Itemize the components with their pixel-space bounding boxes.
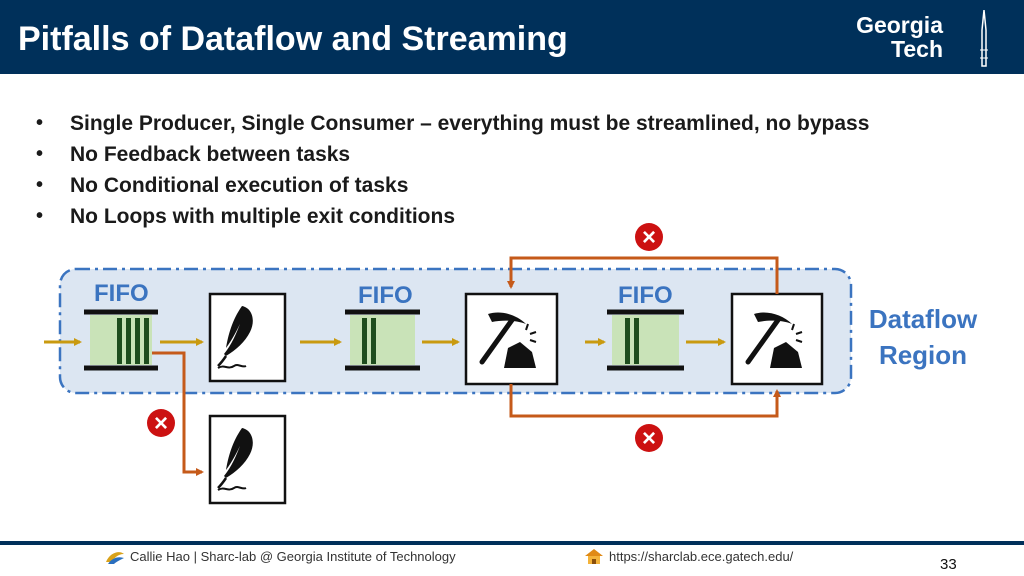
logo-line-1: Georgia <box>856 12 943 38</box>
bullet-list: Single Producer, Single Consumer – every… <box>28 108 869 232</box>
error-marker: × <box>635 424 663 452</box>
footer-credit: Callie Hao | Sharc-lab @ Georgia Institu… <box>130 549 456 564</box>
worker-task-box <box>464 292 559 386</box>
error-mark: × <box>642 425 656 452</box>
fifo-label: FIFO <box>618 282 673 309</box>
tech-tower-icon <box>980 10 988 67</box>
bullet-item: No Loops with multiple exit conditions <box>28 201 869 232</box>
fifo-buffer <box>84 309 158 371</box>
region-label-line-2: Region <box>879 340 967 370</box>
slide-title: Pitfalls of Dataflow and Streaming <box>18 20 568 58</box>
bullet-item: No Conditional execution of tasks <box>28 170 869 201</box>
fifo-label: FIFO <box>94 280 149 307</box>
error-marker: × <box>635 223 663 251</box>
logo-line-2: Tech <box>891 36 943 62</box>
producer-task-box <box>208 292 287 383</box>
bypass-arrow <box>152 351 204 476</box>
region-label-line-1: Dataflow <box>869 304 978 334</box>
conditional-skip-arrow <box>509 384 781 418</box>
footer-url-link[interactable]: https://sharclab.ece.gatech.edu/ <box>609 549 794 564</box>
lab-logo-icon <box>106 552 124 564</box>
error-mark: × <box>642 224 656 251</box>
feedback-arrow <box>507 256 779 294</box>
error-mark: × <box>154 410 168 437</box>
final-task-box <box>730 292 824 386</box>
fifo-label: FIFO <box>358 282 413 309</box>
fifo-buffer <box>607 309 684 371</box>
home-icon <box>585 549 603 564</box>
header-bar: Pitfalls of Dataflow and Streaming Georg… <box>0 0 1024 74</box>
footer-divider <box>0 541 1024 545</box>
bullet-item: Single Producer, Single Consumer – every… <box>28 108 869 139</box>
error-marker: × <box>147 409 175 437</box>
georgia-tech-logo: Georgia Tech <box>848 10 998 70</box>
bypass-consumer-task-box <box>208 414 287 505</box>
fifo-buffer <box>345 309 420 371</box>
bullet-item: No Feedback between tasks <box>28 139 869 170</box>
page-number: 33 <box>940 556 957 573</box>
